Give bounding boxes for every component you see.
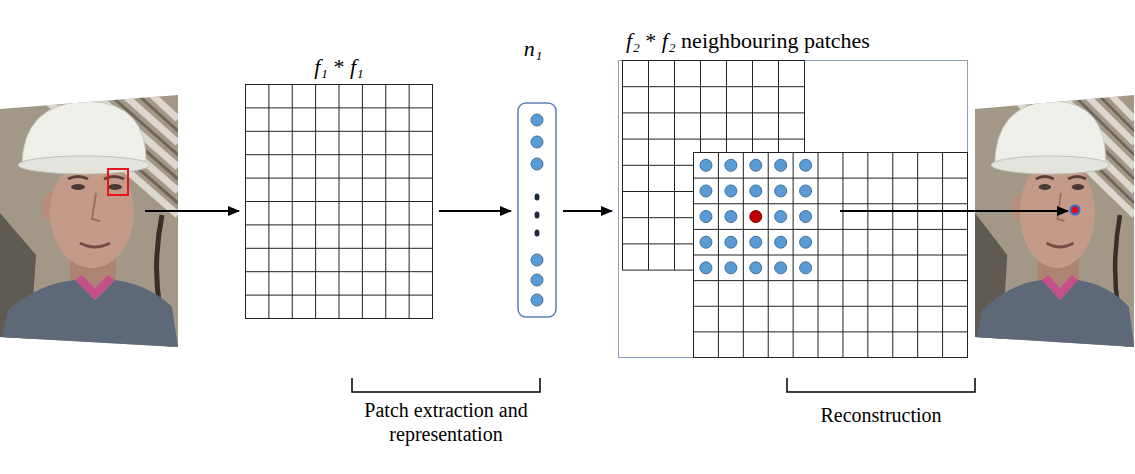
text-run: f₂: [662, 28, 676, 53]
neighbour-dot: [725, 185, 737, 197]
grid-line: [246, 154, 433, 155]
neighbour-dot: [775, 211, 787, 223]
neighbour-dot: [725, 211, 737, 223]
text-run: [640, 28, 646, 53]
stage-bracket: [352, 378, 540, 392]
grid-line: [246, 248, 433, 249]
text-run: f₁: [350, 54, 364, 79]
neighbour-dot: [775, 262, 787, 274]
feature-dot: [531, 274, 543, 286]
text-run: [328, 54, 334, 79]
grid-line: [246, 295, 433, 296]
output-arrow: [840, 210, 1068, 212]
text-run: [798, 28, 804, 53]
grid-line: [694, 203, 968, 204]
grid-line: [246, 224, 433, 225]
neighbour-dot: [750, 262, 762, 274]
neighbour-dot: [725, 236, 737, 248]
text-run: neighbouring: [681, 28, 798, 53]
neighbour-dot: [800, 159, 812, 171]
center-dot: [750, 211, 762, 223]
neighbour-dot: [700, 236, 712, 248]
text-run: f₂: [626, 28, 640, 53]
text-run: n₁: [524, 36, 543, 61]
feature-dot: [531, 254, 543, 266]
grid-ground: [694, 153, 968, 358]
text-run: *: [334, 54, 345, 79]
node-heading: n₁: [524, 36, 543, 62]
grid-line: [694, 331, 968, 332]
neighbour-dot: [775, 159, 787, 171]
feature-dot: [531, 294, 543, 306]
output-image: [975, 95, 1134, 347]
neighbour-dot: [700, 185, 712, 197]
filter-grid-shape: [245, 84, 433, 319]
neighbour-dot: [750, 159, 762, 171]
ellipsis-dot: [535, 230, 540, 237]
ellipsis-dot: [535, 194, 540, 201]
text-run: *: [645, 28, 656, 53]
node-heading: f₁ * f₁: [314, 54, 364, 80]
panel-outline: [619, 61, 968, 358]
feature-dot: [531, 114, 543, 126]
stage-bracket: [787, 378, 975, 392]
input-image-scene: [0, 95, 178, 347]
text-run: f₁: [314, 54, 328, 79]
grid-line: [246, 178, 433, 179]
feature-dot: [531, 136, 543, 148]
grid-line: [246, 271, 433, 272]
neighbour-dot: [700, 159, 712, 171]
patch-marker: [108, 169, 128, 195]
neighbour-dot: [800, 262, 812, 274]
neighbour-dot: [800, 185, 812, 197]
vector-outline: [518, 103, 556, 317]
grid-line: [246, 131, 433, 132]
flow-arrow: [563, 210, 612, 212]
grid-line: [694, 178, 968, 179]
ellipsis-dot: [535, 212, 540, 219]
text-run: patches: [804, 28, 870, 53]
text-run: [345, 54, 351, 79]
output-pixel: [1071, 206, 1080, 215]
grid-line: [694, 255, 968, 256]
node-heading: f₂ * f₂ neighbouring patches: [626, 28, 870, 54]
flow-arrow: [439, 210, 511, 212]
output-image-scene: [975, 95, 1134, 347]
grid-line: [246, 107, 433, 108]
grid-ground: [246, 85, 433, 319]
neighbour-dot: [750, 236, 762, 248]
neighbour-dot: [725, 262, 737, 274]
neighbour-dot: [750, 185, 762, 197]
filter-grid-lines: [246, 85, 433, 319]
filter-grid: f₁ * f₁: [245, 84, 433, 319]
neighbour-dot: [700, 211, 712, 223]
neighbour-dot: [700, 262, 712, 274]
grid-line: [246, 201, 433, 202]
neighbour-dot: [800, 211, 812, 223]
patch-panel: f₂ * f₂ neighbouring patches: [618, 60, 968, 358]
feature-dot: [531, 158, 543, 170]
grid-line: [694, 306, 968, 307]
text-run: [676, 28, 682, 53]
neighbour-dot: [775, 236, 787, 248]
feature-vector: n₁: [517, 102, 557, 318]
grid-line: [694, 280, 968, 281]
grid-line: [694, 229, 968, 230]
front-grid: [694, 153, 968, 358]
neighbour-dot: [800, 236, 812, 248]
grid-line: [623, 112, 805, 113]
stage-label: Reconstruction: [776, 403, 986, 427]
grid-line: [623, 86, 805, 87]
grid-line: [623, 139, 805, 140]
neighbour-dot: [725, 159, 737, 171]
patch-panel-shape: [618, 60, 968, 358]
text-run: [656, 28, 662, 53]
input-image: [0, 95, 178, 347]
feature-vector-shape: [517, 102, 557, 318]
stage-label: Patch extraction and representation: [331, 398, 561, 446]
input-arrow: [145, 210, 239, 212]
neighbour-dot: [775, 185, 787, 197]
